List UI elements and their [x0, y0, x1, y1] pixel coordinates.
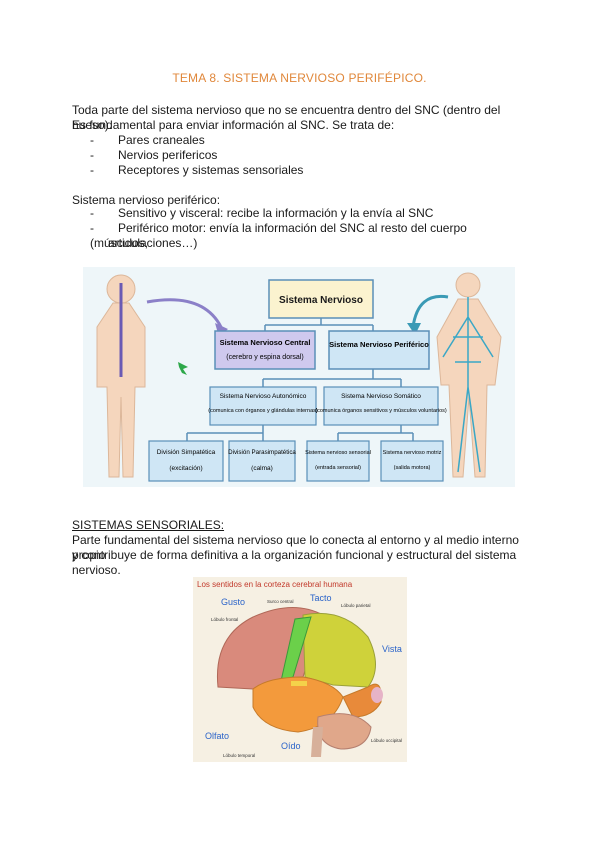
label-oido: Oído: [281, 741, 301, 751]
sensory-heading: SISTEMAS SENSORIALES:: [72, 518, 225, 532]
label-frontal: Lóbulo frontal: [211, 617, 238, 622]
sensory-line-2: y contribuye de forma definitiva a la or…: [72, 548, 517, 562]
parasympathetic-sub: (calma): [251, 465, 273, 472]
sensory-sub: (entrada sensorial): [315, 465, 361, 471]
nervous-system-diagram: Sistema Nervioso Sistema Nervioso Centra…: [83, 267, 515, 487]
sensory-title: Sistema nervioso sensorial: [305, 450, 371, 456]
motor-sub: (salida motora): [394, 465, 431, 471]
peripheral-title: Sistema Nervioso Periférico: [329, 340, 429, 349]
human-figure-left-icon: [96, 274, 146, 478]
human-figure-right-icon: [436, 272, 502, 478]
autonomic-sub: (comunica con órganos y glándulas intern…: [208, 408, 318, 414]
list-item: -Nervios perifericos: [90, 148, 218, 162]
label-occipital: Lóbulo occipital: [371, 738, 402, 743]
brain-senses-figure: Los sentidos en la corteza cerebral huma…: [193, 577, 407, 762]
somatic-title: Sistema Nervioso Somático: [341, 393, 421, 400]
central-sub: (cerebro y espina dorsal): [226, 354, 303, 361]
list-item-continuation: articulaciones…): [108, 236, 198, 250]
brain-title: Los sentidos en la corteza cerebral huma…: [197, 580, 353, 589]
label-tacto: Tacto: [310, 593, 332, 603]
snp-heading: Sistema nervioso periférico:: [72, 193, 221, 207]
sensory-line-1: Parte fundamental del sistema nervioso q…: [72, 533, 519, 562]
list-item: -Pares craneales: [90, 133, 205, 147]
list-item: -Sensitivo y visceral: recibe la informa…: [90, 206, 434, 220]
intro-line-2: Es fundamental para enviar información a…: [72, 118, 395, 132]
central-title: Sistema Nervioso Central: [220, 338, 311, 347]
autonomic-title: Sistema Nervioso Autonómico: [220, 393, 307, 400]
label-surco: Surco central: [267, 599, 294, 604]
motor-title: Sistema nervioso motriz: [383, 450, 442, 456]
parasympathetic-title: División Parasimpatética: [228, 449, 296, 456]
label-parietal: Lóbulo parietal: [341, 603, 371, 608]
label-olfato: Olfato: [205, 731, 229, 741]
page-title: TEMA 8. SISTEMA NERVIOSO PERIFÉPICO.: [172, 71, 427, 85]
sympathetic-sub: (excitación): [169, 465, 202, 472]
label-temporal: Lóbulo temporal: [223, 753, 255, 758]
root-label: Sistema Nervioso: [279, 295, 363, 306]
list-item: -Receptores y sistemas sensoriales: [90, 163, 304, 177]
sympathetic-title: División Simpatética: [157, 449, 216, 456]
sensory-line-3: nervioso.: [72, 563, 121, 577]
somatic-sub: (comunica órganos sensitivos y músculos …: [315, 408, 447, 414]
intro-line-1: Toda parte del sistema nervioso que no s…: [72, 103, 501, 132]
label-vista: Vista: [382, 644, 402, 654]
list-item: -Periférico motor: envía la información …: [90, 221, 467, 250]
label-gusto: Gusto: [221, 597, 245, 607]
